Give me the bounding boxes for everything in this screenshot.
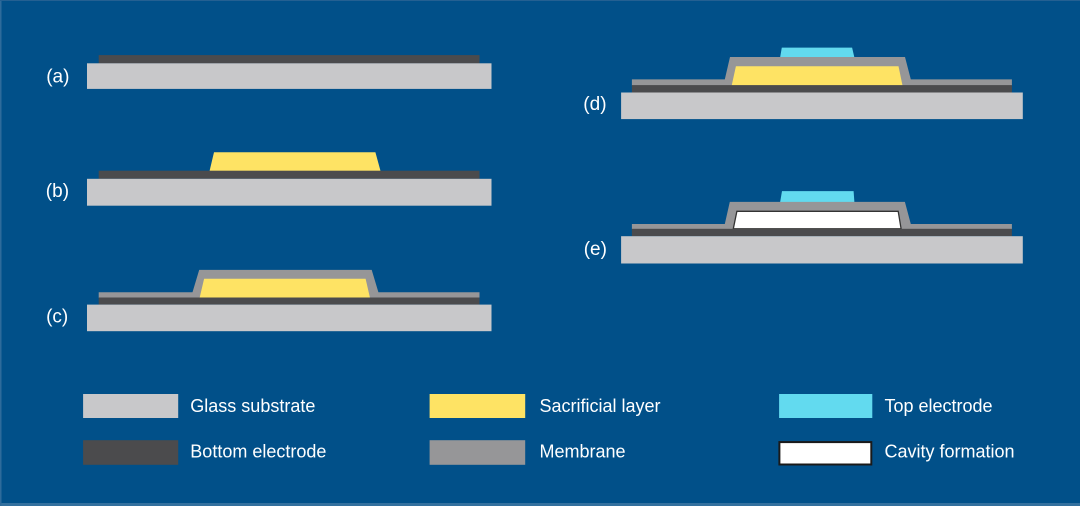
- svg-text:(a): (a): [46, 67, 69, 88]
- svg-text:(e): (e): [584, 239, 607, 260]
- svg-text:(c): (c): [46, 307, 68, 328]
- svg-text:Cavity formation: Cavity formation: [885, 442, 1015, 462]
- svg-text:Bottom electrode: Bottom electrode: [190, 442, 326, 462]
- svg-text:Membrane: Membrane: [540, 442, 626, 462]
- svg-text:Sacrificial layer: Sacrificial layer: [540, 396, 661, 416]
- svg-text:Top electrode: Top electrode: [885, 396, 993, 416]
- svg-text:(d): (d): [583, 94, 606, 115]
- svg-text:Glass substrate: Glass substrate: [190, 396, 315, 416]
- svg-text:(b): (b): [46, 181, 69, 202]
